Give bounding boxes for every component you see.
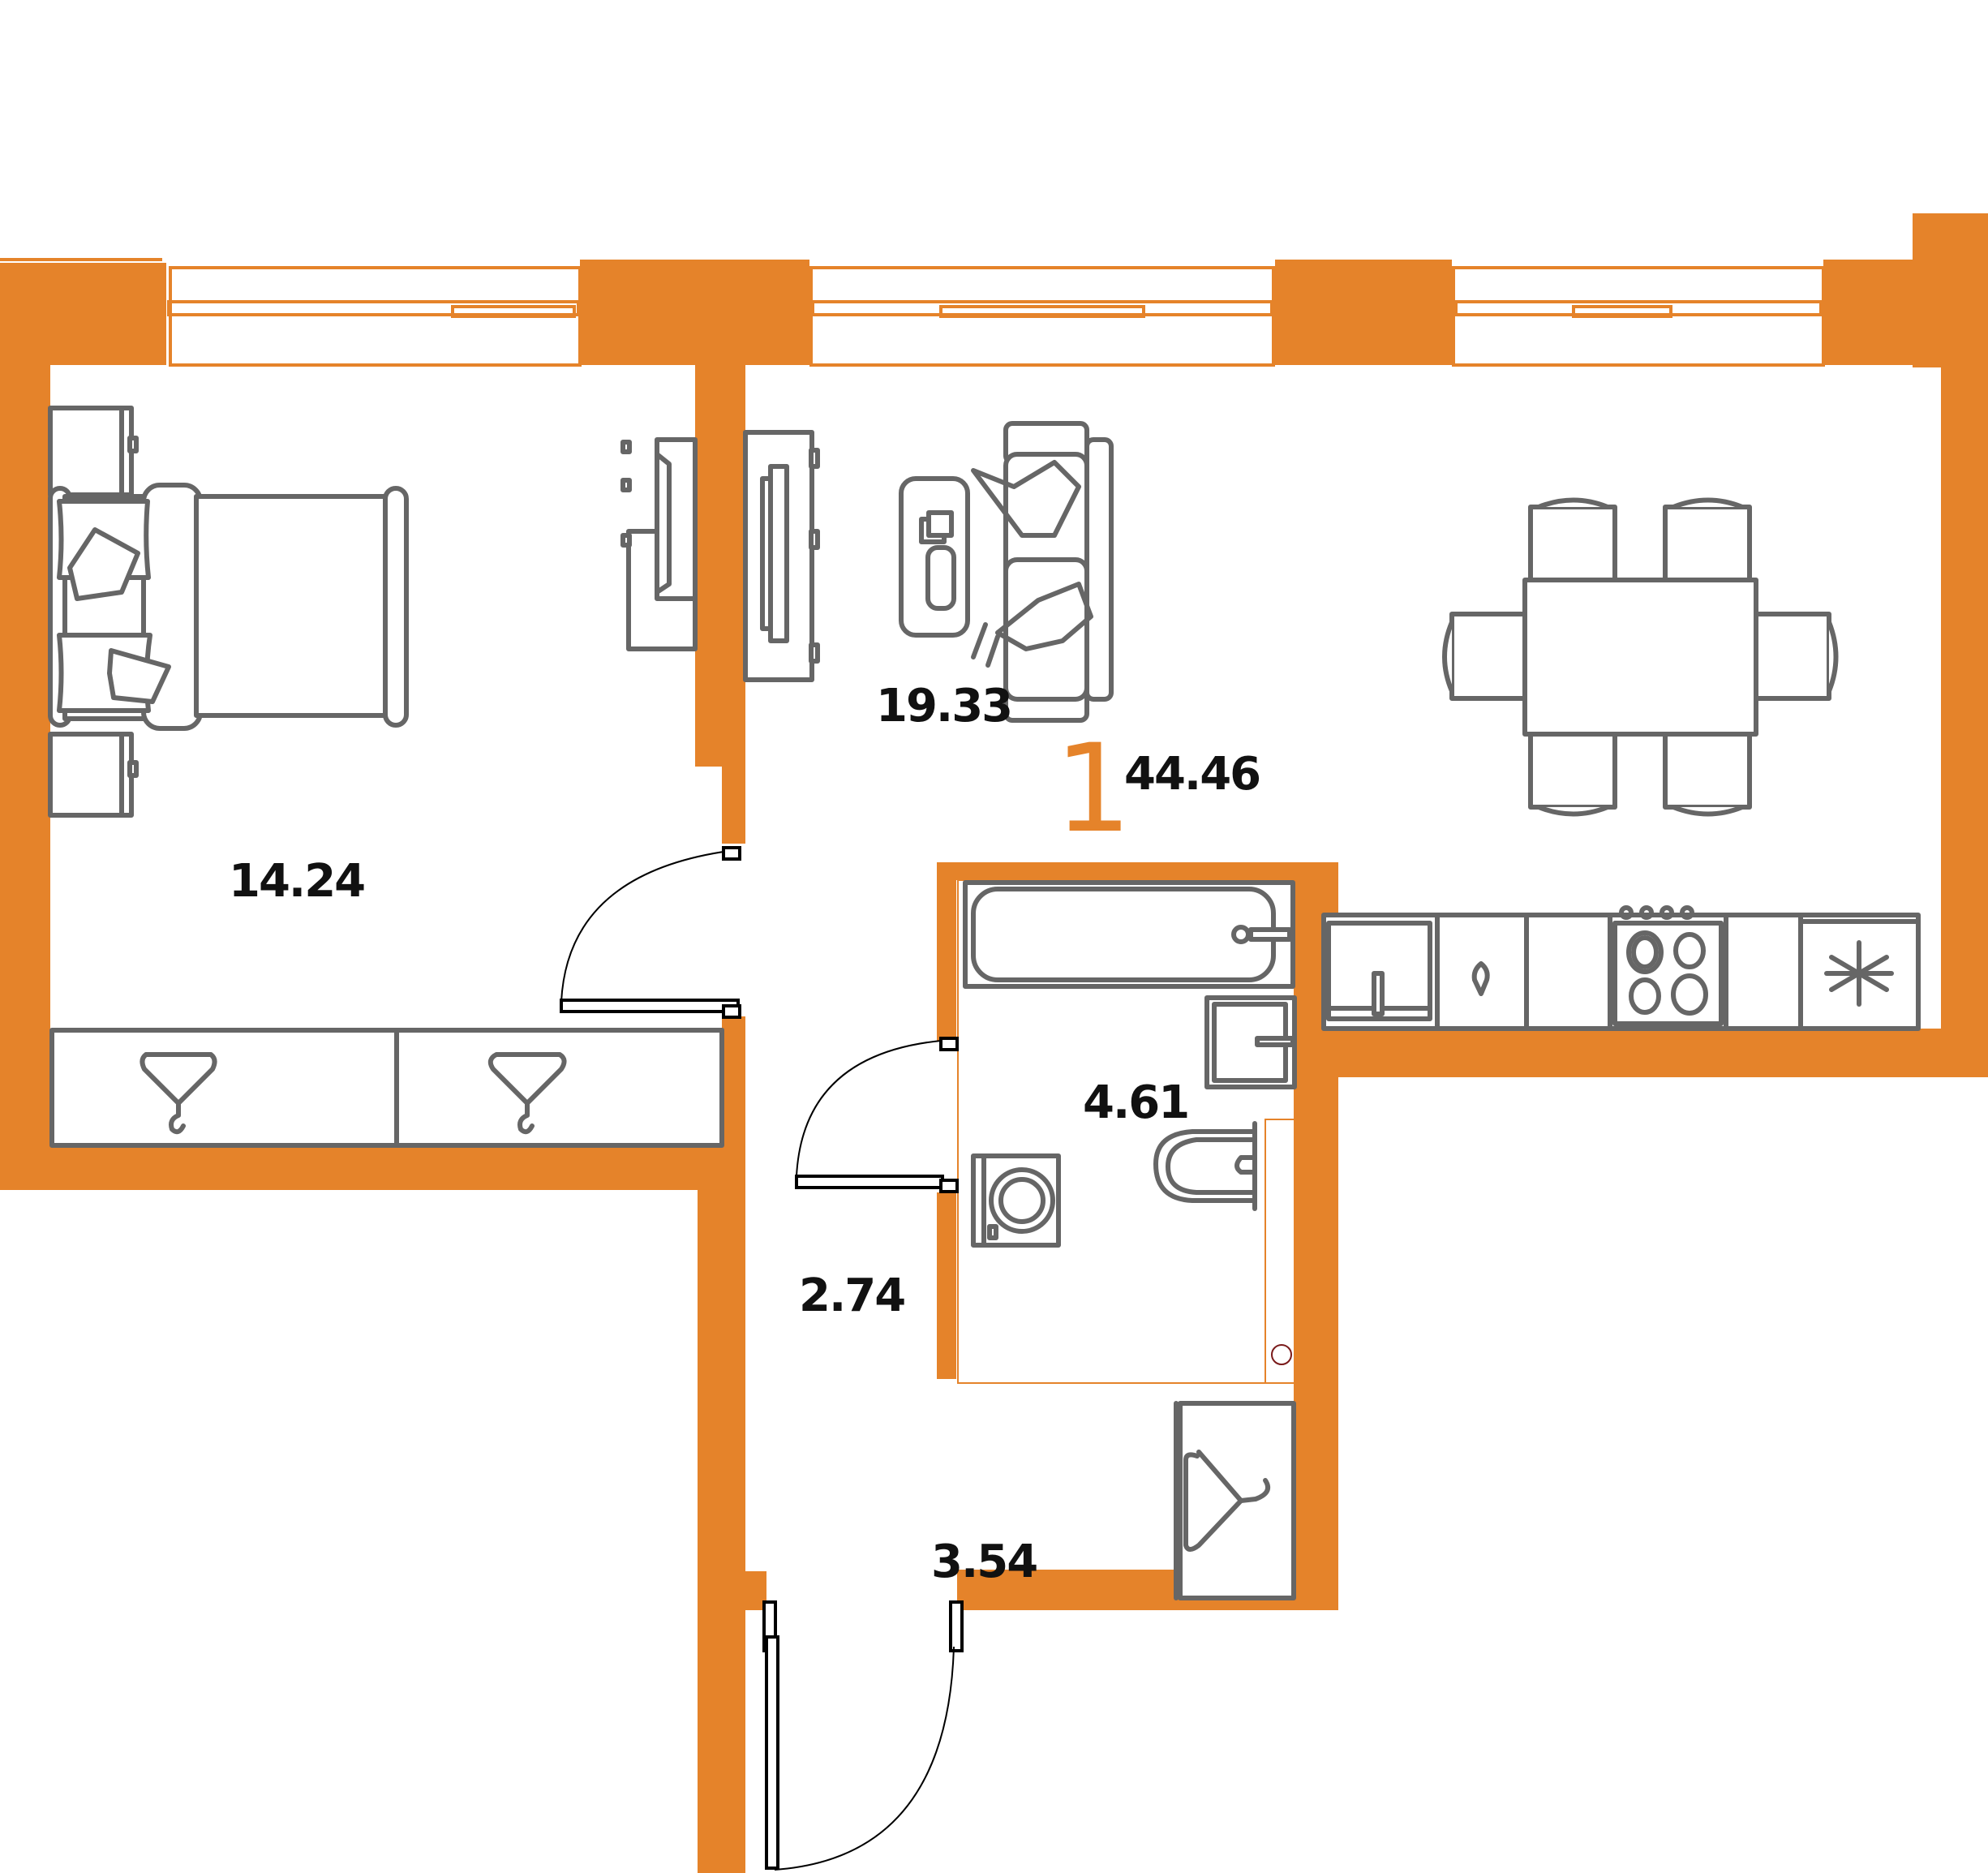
area-label-hallway: 2.74 xyxy=(799,1269,906,1322)
area-label-bedroom: 14.24 xyxy=(229,855,366,908)
double-bed xyxy=(48,483,409,731)
drain-icon xyxy=(1271,1344,1292,1365)
area-label-bathroom: 4.61 xyxy=(1083,1076,1190,1129)
chair xyxy=(1528,732,1617,817)
bathroom-door[interactable] xyxy=(795,1037,959,1193)
bathroom-fixtures xyxy=(957,879,1297,1384)
walls xyxy=(0,213,1988,1873)
windows xyxy=(0,258,1825,367)
toilet xyxy=(1153,1121,1257,1211)
tv-stand-living xyxy=(743,430,820,682)
bathtub xyxy=(963,880,1295,989)
total-area-label: 44.46 xyxy=(1124,748,1261,801)
dining-set xyxy=(1442,497,1839,817)
window-living-1 xyxy=(809,266,1275,367)
chair xyxy=(1663,497,1752,582)
fridge-snowflake-icon xyxy=(1800,919,1919,1007)
area-label-living: 19.33 xyxy=(876,680,1013,732)
window-living-2 xyxy=(1452,266,1825,367)
coffee-table xyxy=(899,476,970,638)
nightstand-top xyxy=(48,406,139,497)
window-bedroom xyxy=(0,258,582,367)
sink-icon xyxy=(1326,921,1432,1021)
wardrobe-bedroom xyxy=(49,1028,724,1148)
chair xyxy=(1663,732,1752,817)
washbasin xyxy=(1204,995,1297,1089)
area-label-entrance: 3.54 xyxy=(931,1536,1038,1588)
kitchen-counter xyxy=(1321,905,1921,1031)
entry-door[interactable] xyxy=(762,1600,964,1871)
room-count: 1 xyxy=(1054,719,1132,860)
cooktop-icon xyxy=(1612,905,1724,1026)
washing-machine xyxy=(971,1153,1061,1248)
chair xyxy=(1754,612,1839,701)
entrance-wardrobe xyxy=(1174,1401,1296,1600)
water-drop-icon xyxy=(1471,961,1490,996)
chair xyxy=(1528,497,1617,582)
chair xyxy=(1442,612,1527,701)
tv-stand-bedroom xyxy=(620,437,698,651)
sofa-with-people xyxy=(971,421,1114,723)
bedroom-furniture xyxy=(48,406,724,1148)
bedroom-door[interactable] xyxy=(560,846,741,1019)
nightstand-bottom xyxy=(48,732,139,818)
living-furniture xyxy=(743,421,1921,1031)
